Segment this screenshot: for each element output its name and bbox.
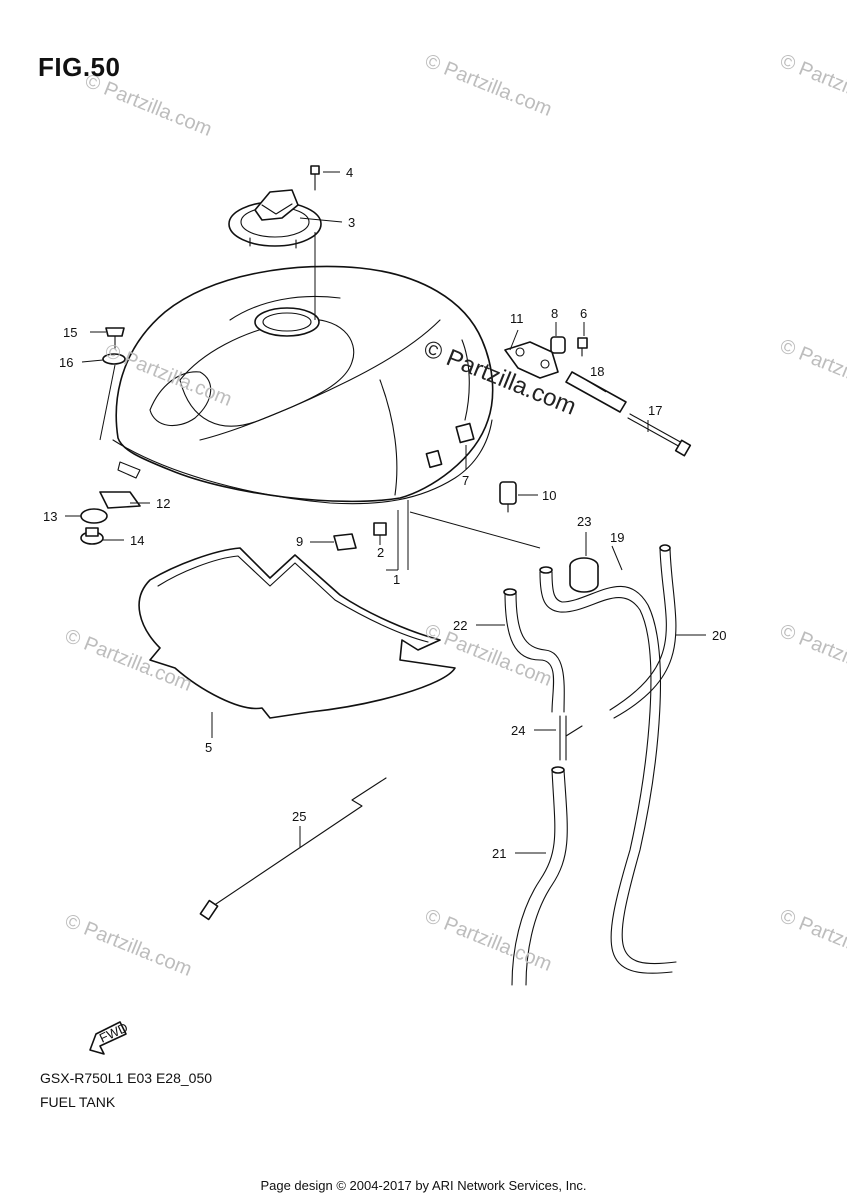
- bracket-11[interactable]: [504, 341, 559, 379]
- hose-22[interactable]: [503, 588, 565, 713]
- bolt-15[interactable]: [105, 327, 125, 349]
- callout-1[interactable]: 1: [393, 572, 400, 587]
- callout-7[interactable]: 7: [462, 473, 469, 488]
- model-code: GSX-R750L1 E03 E28_050: [40, 1070, 213, 1086]
- fwd-arrow-icon: FWD: [89, 1020, 130, 1055]
- fuel-tank[interactable]: [112, 265, 494, 505]
- pipe-18[interactable]: [565, 371, 627, 413]
- collar-8[interactable]: [550, 336, 566, 354]
- callout-14[interactable]: 14: [130, 533, 144, 548]
- callout-21[interactable]: 21: [492, 846, 506, 861]
- callout-16[interactable]: 16: [59, 355, 73, 370]
- section-name: FUEL TANK: [40, 1094, 116, 1110]
- callout-23[interactable]: 23: [577, 514, 591, 529]
- callout-8[interactable]: 8: [551, 306, 558, 321]
- callout-17[interactable]: 17: [648, 403, 662, 418]
- cushion-12[interactable]: [99, 491, 141, 509]
- callout-25[interactable]: 25: [292, 809, 306, 824]
- washer-16[interactable]: [102, 353, 126, 365]
- callout-13[interactable]: 13: [43, 509, 57, 524]
- fuel-cap[interactable]: [228, 189, 322, 249]
- figure-title: FIG.50: [38, 52, 121, 82]
- callout-12[interactable]: 12: [156, 496, 170, 511]
- callout-15[interactable]: 15: [63, 325, 77, 340]
- callout-10[interactable]: 10: [542, 488, 556, 503]
- rod-25[interactable]: [199, 777, 387, 921]
- callout-6[interactable]: 6: [580, 306, 587, 321]
- callout-20[interactable]: 20: [712, 628, 726, 643]
- callout-19[interactable]: 19: [610, 530, 624, 545]
- callout-9[interactable]: 9: [296, 534, 303, 549]
- callout-2[interactable]: 2: [377, 545, 384, 560]
- joint-10[interactable]: [499, 481, 517, 513]
- callout-24[interactable]: 24: [511, 723, 525, 738]
- washer-13[interactable]: [80, 508, 108, 524]
- bolt-14[interactable]: [80, 527, 104, 545]
- bolt-4[interactable]: [310, 165, 320, 191]
- hose-21[interactable]: [511, 766, 568, 986]
- hose-20[interactable]: [609, 544, 677, 719]
- callout-5[interactable]: 5: [205, 740, 212, 755]
- clamp-23[interactable]: [569, 557, 599, 593]
- callout-18[interactable]: 18: [590, 364, 604, 379]
- callout-labels: 1 2 3 4 5 6 7 8 9 10 11 12 13 14 15 16 1…: [43, 165, 726, 861]
- footer-copyright: Page design © 2004-2017 by ARI Network S…: [260, 1178, 587, 1193]
- fwd-label: FWD: [97, 1020, 130, 1046]
- hose-19[interactable]: [539, 566, 677, 974]
- joint-24[interactable]: [559, 715, 583, 761]
- seal-5[interactable]: [138, 547, 456, 719]
- bolt-17[interactable]: [627, 413, 692, 457]
- cushion-2[interactable]: [373, 522, 387, 536]
- callout-11[interactable]: 11: [510, 311, 524, 326]
- bolt-6[interactable]: [577, 337, 588, 357]
- callout-22[interactable]: 22: [453, 618, 467, 633]
- callout-3[interactable]: 3: [348, 215, 355, 230]
- leader-lines: [65, 171, 706, 854]
- callout-4[interactable]: 4: [346, 165, 353, 180]
- cushion-9[interactable]: [333, 533, 357, 551]
